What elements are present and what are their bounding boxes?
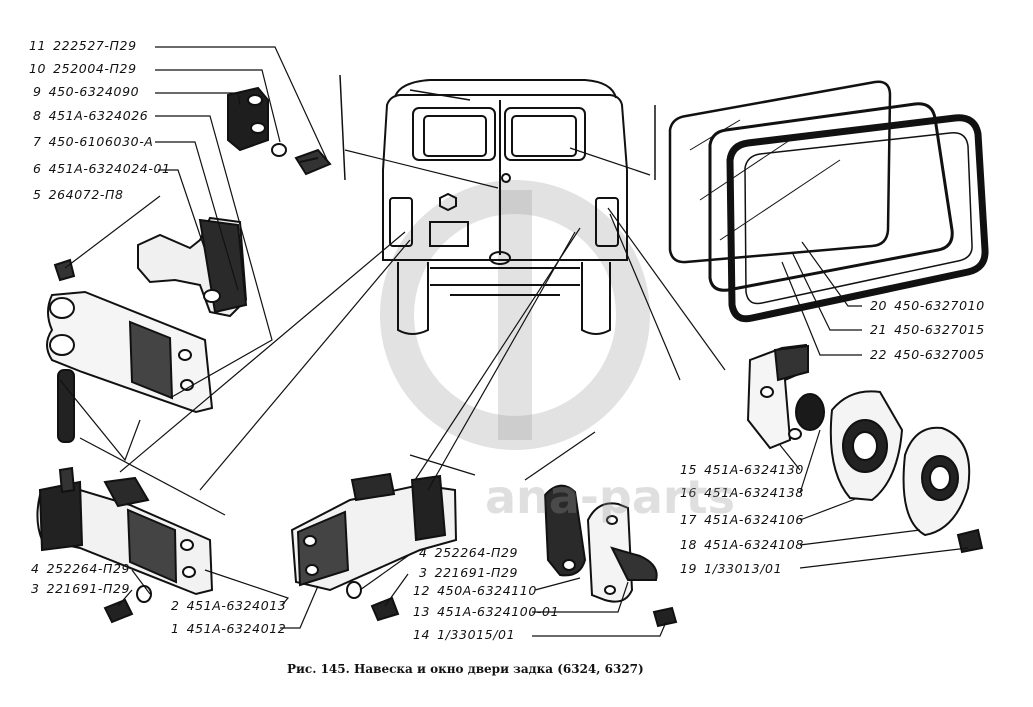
hinge-lower-left [36, 466, 214, 624]
watermark-logo [380, 180, 650, 450]
lock-bracket-parts [746, 343, 984, 554]
watermark-text: ana-parts [485, 470, 735, 524]
window-assembly [668, 80, 989, 323]
figure-caption: Рис. 145. Навеска и окно двери задка (63… [287, 662, 644, 676]
hinge-lower-center [290, 472, 458, 622]
van-rear-view [382, 79, 628, 335]
door-stop-parts [543, 484, 678, 628]
hinge-bracket-top [46, 86, 332, 443]
leader-lines [59, 46, 969, 637]
